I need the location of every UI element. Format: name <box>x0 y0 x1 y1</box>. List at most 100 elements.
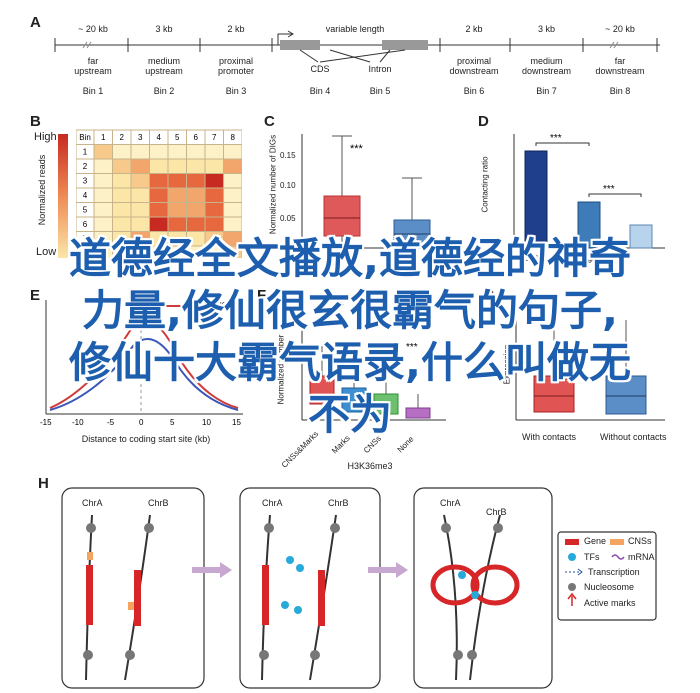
panel-g-boxplot <box>515 300 665 421</box>
panel-c-ylabel: Normalized number of DIGs <box>268 134 278 235</box>
bin6-label: Bin 6 <box>463 86 485 96</box>
heatmap-cell <box>223 216 242 232</box>
bin3-size: 2 kb <box>227 24 245 34</box>
bin8-line2: downstream <box>595 66 645 76</box>
heatmap-colorbar <box>58 134 68 258</box>
intron-label: Intron <box>368 64 392 74</box>
heatmap-bin-label: 6 <box>194 133 199 142</box>
density-without-cns <box>49 337 239 411</box>
bin5-label: Bin 5 <box>369 86 391 96</box>
panel-f-boxplot: *** *** <box>301 300 446 421</box>
panel-d-letter: D <box>478 113 489 130</box>
heatmap-bin-label: 2 <box>83 162 88 171</box>
heatmap-cell <box>130 187 150 203</box>
bin2-size: 3 kb <box>155 24 173 34</box>
overlay-line-4: 不为 <box>307 390 392 439</box>
heatmap-cell <box>112 187 132 203</box>
heatmap-cell <box>223 187 242 203</box>
heatmap-cell <box>149 187 169 203</box>
heatmap-bin-label: 4 <box>157 133 162 142</box>
heatmap-cell <box>223 158 242 174</box>
box1-chrA: ChrA <box>82 498 103 508</box>
svg-text:***: *** <box>550 133 562 144</box>
heatmap-cell <box>112 158 132 174</box>
heatmap-cell <box>112 202 132 218</box>
heatmap-cell <box>204 173 224 189</box>
panel-c-boxplot: *** <box>301 134 450 249</box>
panel-e-legend: With CNSs <box>192 301 232 310</box>
heatmap-cell <box>186 158 206 174</box>
panel-d-cat-both: Both <box>524 254 541 263</box>
heatmap-cell <box>149 144 169 160</box>
bin3-line2: promoter <box>217 66 254 76</box>
heatmap-cell <box>93 158 113 174</box>
heatmap-cell <box>167 187 187 203</box>
bin3-label: Bin 3 <box>225 86 247 96</box>
box2-chrA: ChrA <box>262 498 283 508</box>
heatmap-cell <box>93 144 113 160</box>
heatmap-cell <box>186 144 206 160</box>
bin7-line1: medium <box>530 56 563 66</box>
box1-chrB: ChrB <box>148 498 169 508</box>
panel-e-xlabel: Distance to coding start site (kb) <box>81 434 211 444</box>
heatmap-cell <box>130 216 150 232</box>
panel-h-letter: H <box>38 475 49 492</box>
bar-none <box>629 224 653 249</box>
heatmap-bin-label: 5 <box>83 206 88 215</box>
panel-f-xlabel: H3K36me3 <box>347 461 393 471</box>
bin1-label: Bin 1 <box>82 86 104 96</box>
legend-tfs: TFs <box>584 552 600 562</box>
bin2-line1: medium <box>147 56 180 66</box>
heatmap-cell <box>167 158 187 174</box>
density-with-cns <box>49 319 239 409</box>
svg-text:***: *** <box>406 342 418 353</box>
heatmap-bin-label: 3 <box>138 133 143 142</box>
overlay-line-3: 修仙十大霸气语录,什么叫做无 <box>69 338 631 387</box>
heatmap-cell <box>204 158 224 174</box>
panel-f-letter: F <box>257 287 267 304</box>
panel-a-letter: A <box>30 14 41 31</box>
svg-text:10: 10 <box>202 418 211 427</box>
heatmap-cell <box>204 216 224 232</box>
bin1-size: ~ 20 kb <box>78 24 108 34</box>
heatmap-bin-label: 3 <box>83 177 88 186</box>
overlay-line-2: 力量,修仙很玄很霸气的句子, <box>82 286 618 335</box>
bar-both <box>524 150 548 249</box>
variable-length-label: variable length <box>325 24 385 34</box>
panel-c-tick-1: 0.05 <box>280 214 296 223</box>
heatmap-cell <box>223 144 242 160</box>
heatmap-cell <box>149 216 169 232</box>
heatmap-cell <box>186 216 206 232</box>
panel-b-letter: B <box>30 113 41 130</box>
heatmap-bin-label: 2 <box>120 133 125 142</box>
bin3-line1: proximal <box>218 56 253 66</box>
bin6-size: 2 kb <box>465 24 483 34</box>
heatmap-bin-label: 7 <box>83 235 88 244</box>
heatmap-cell <box>93 216 113 232</box>
heatmap-ylabel: Normalized reads <box>37 154 47 226</box>
heatmap-scale-low: Low <box>36 246 57 258</box>
heatmap-cell <box>112 144 132 160</box>
box2-chrB: ChrB <box>328 498 349 508</box>
legend-cns: CNSs <box>628 536 652 546</box>
panel-c-tick-2: 0.10 <box>280 181 296 190</box>
panel-c-letter: C <box>264 113 275 130</box>
panel-g-letter: G <box>483 287 495 304</box>
heatmap-bin-label: Bin <box>79 133 91 142</box>
heatmap-cell <box>149 173 169 189</box>
panel-g-cat-1: Without contacts <box>600 432 667 442</box>
svg-text:15: 15 <box>232 418 241 427</box>
panel-a-gene-bins <box>54 30 660 63</box>
panel-d-bar-chart: *** *** <box>513 133 665 249</box>
svg-text:-5: -5 <box>107 418 115 427</box>
legend-gene: Gene <box>584 536 607 546</box>
svg-text:***: *** <box>332 302 344 313</box>
svg-text:5: 5 <box>170 418 175 427</box>
heatmap-scale-high: High <box>34 131 57 143</box>
bin2-label: Bin 2 <box>153 86 175 96</box>
legend-mrna: mRNA <box>628 552 655 562</box>
heatmap-cell <box>130 144 150 160</box>
heatmap-cell <box>204 144 224 160</box>
bin8-size: ~ 20 kb <box>605 24 635 34</box>
